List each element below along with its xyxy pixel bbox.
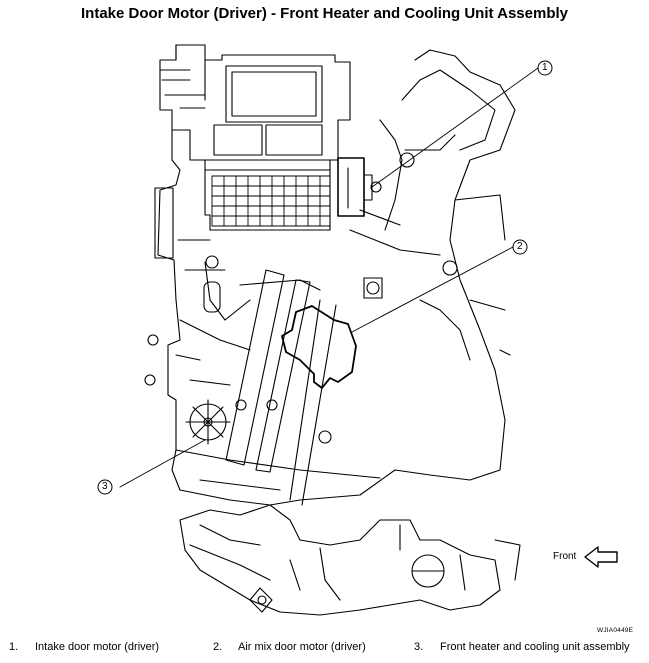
lower-duct-assembly: [179, 504, 521, 616]
main-housing-right: [349, 49, 516, 481]
callout-1-number: 1: [542, 62, 548, 73]
callout-2-number: 2: [517, 241, 523, 252]
air-mix-door-motor: [281, 305, 357, 389]
legend-3-number: 3.: [414, 641, 424, 653]
diagram-title: Intake Door Motor (Driver) - Front Heate…: [81, 5, 568, 22]
legend-3-label: Front heater and cooling unit assembly: [440, 641, 630, 653]
leader-lines: [119, 67, 539, 488]
vent-grid: [211, 175, 331, 227]
legend-1-label: Intake door motor (driver): [35, 641, 160, 653]
legend-2-number: 2.: [213, 641, 223, 653]
figure-code: WJIA0449E: [597, 627, 634, 634]
legend-2-label: Air mix door motor (driver): [238, 641, 366, 653]
legend-1-number: 1.: [9, 641, 19, 653]
front-label: Front: [553, 551, 577, 562]
main-housing-left: [144, 129, 396, 506]
central-linkage: [225, 269, 383, 506]
blower-wheel: [185, 399, 231, 445]
callout-3-number: 3: [102, 481, 108, 492]
intake-box-housing: [159, 44, 351, 231]
callout-circles: [97, 60, 553, 495]
front-arrow-icon: [584, 546, 618, 568]
intake-door-motor: [337, 157, 382, 217]
